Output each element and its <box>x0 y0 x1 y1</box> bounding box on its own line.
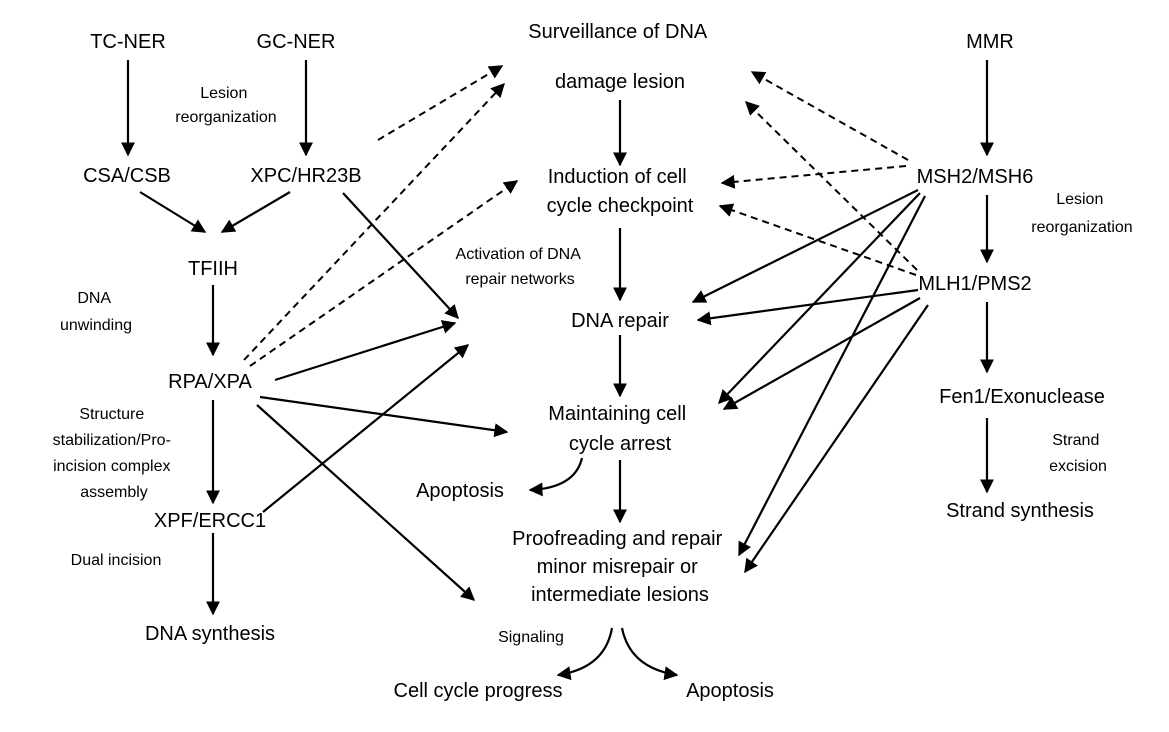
node-xpf-ercc1: XPF/ERCC1 <box>154 510 266 532</box>
node-dna-synthesis: DNA synthesis <box>145 623 275 645</box>
dashed-msh2msh6-to-surveillance <box>750 71 909 161</box>
node-xpc-hr23b: XPC/HR23B <box>250 165 361 187</box>
arrow-csacsb-to-tfiih <box>139 191 207 233</box>
arrow-rpaxpa-to-proofreading <box>256 404 476 601</box>
arrow-rpaxpa-to-repair-region-1 <box>274 320 457 382</box>
node-dna-repair: DNA repair <box>571 310 669 332</box>
label-structure-stabilization: Structure stabilization/Pro- incision co… <box>53 406 176 501</box>
node-fen1-exonuclease: Fen1/Exonuclease <box>939 386 1105 408</box>
node-induction: Induction of cell cycle checkpoint <box>547 166 694 217</box>
label-strand-excision: Strand excision <box>1049 432 1107 475</box>
label-activation-repair-networks: Activation of DNA repair networks <box>456 246 585 288</box>
arrow-mlh1pms2-to-maintaining <box>722 297 921 410</box>
node-strand-synthesis: Strand synthesis <box>946 500 1094 522</box>
dashed-mlh1pms2-to-induction <box>718 203 917 276</box>
node-maintaining: Maintaining cell cycle arrest <box>548 403 691 455</box>
dashed-msh2msh6-to-induction <box>720 165 907 189</box>
node-proofreading: Proofreading and repair minor misrepair … <box>512 528 728 606</box>
arrow-xpchr23b-to-tfiih <box>220 191 291 233</box>
node-csa-csb: CSA/CSB <box>83 165 171 187</box>
node-tc-ner: TC-NER <box>90 31 166 53</box>
dashed-rpaxpa-to-surveillance <box>243 82 505 361</box>
dashed-xpchr23b-to-surveillance <box>377 65 504 141</box>
arrow-mlh1pms2-to-proofreading <box>744 304 929 574</box>
dashed-rpaxpa-to-induction <box>249 180 519 367</box>
arrow-proofreading-to-apoptosis <box>620 627 679 681</box>
label-signaling: Signaling <box>498 629 564 646</box>
arrow-msh2msh6-to-proofreading <box>738 195 926 557</box>
node-surveillance: Surveillance of DNA damage lesion <box>528 21 711 93</box>
node-tfiih: TFIIH <box>188 258 238 280</box>
label-dual-incision: Dual incision <box>71 552 162 569</box>
node-gc-ner: GC-NER <box>257 31 336 53</box>
label-lesion-reorganization-right: Lesion reorganization <box>1031 191 1132 236</box>
node-rpa-xpa: RPA/XPA <box>168 371 252 393</box>
label-dna-unwinding: DNA unwinding <box>60 290 132 334</box>
arrow-xpchr23b-to-repair-region <box>342 192 459 320</box>
arrow-mlh1pms2-to-dnarepair <box>696 288 919 326</box>
arrow-msh2msh6-to-dnarepair <box>691 189 919 303</box>
arrow-rpaxpa-to-maintaining <box>259 395 509 438</box>
arrow-msh2msh6-to-maintaining <box>718 192 921 405</box>
node-mmr: MMR <box>966 31 1014 53</box>
node-cell-cycle-progress: Cell cycle progress <box>394 680 563 702</box>
arrow-xpfercc1-to-repair-region <box>262 344 470 513</box>
arrow-maintaining-to-apoptosis <box>528 457 584 497</box>
arrow-proofreading-to-cellcycle <box>556 627 614 681</box>
node-apoptosis-mid: Apoptosis <box>416 480 504 502</box>
node-apoptosis-bottom: Apoptosis <box>686 680 774 702</box>
node-mlh1-pms2: MLH1/PMS2 <box>918 273 1031 295</box>
label-lesion-reorganization-left: Lesion reorganization <box>175 85 276 126</box>
node-msh2-msh6: MSH2/MSH6 <box>917 166 1034 188</box>
dashed-mlh1pms2-to-surveillance <box>745 101 918 271</box>
